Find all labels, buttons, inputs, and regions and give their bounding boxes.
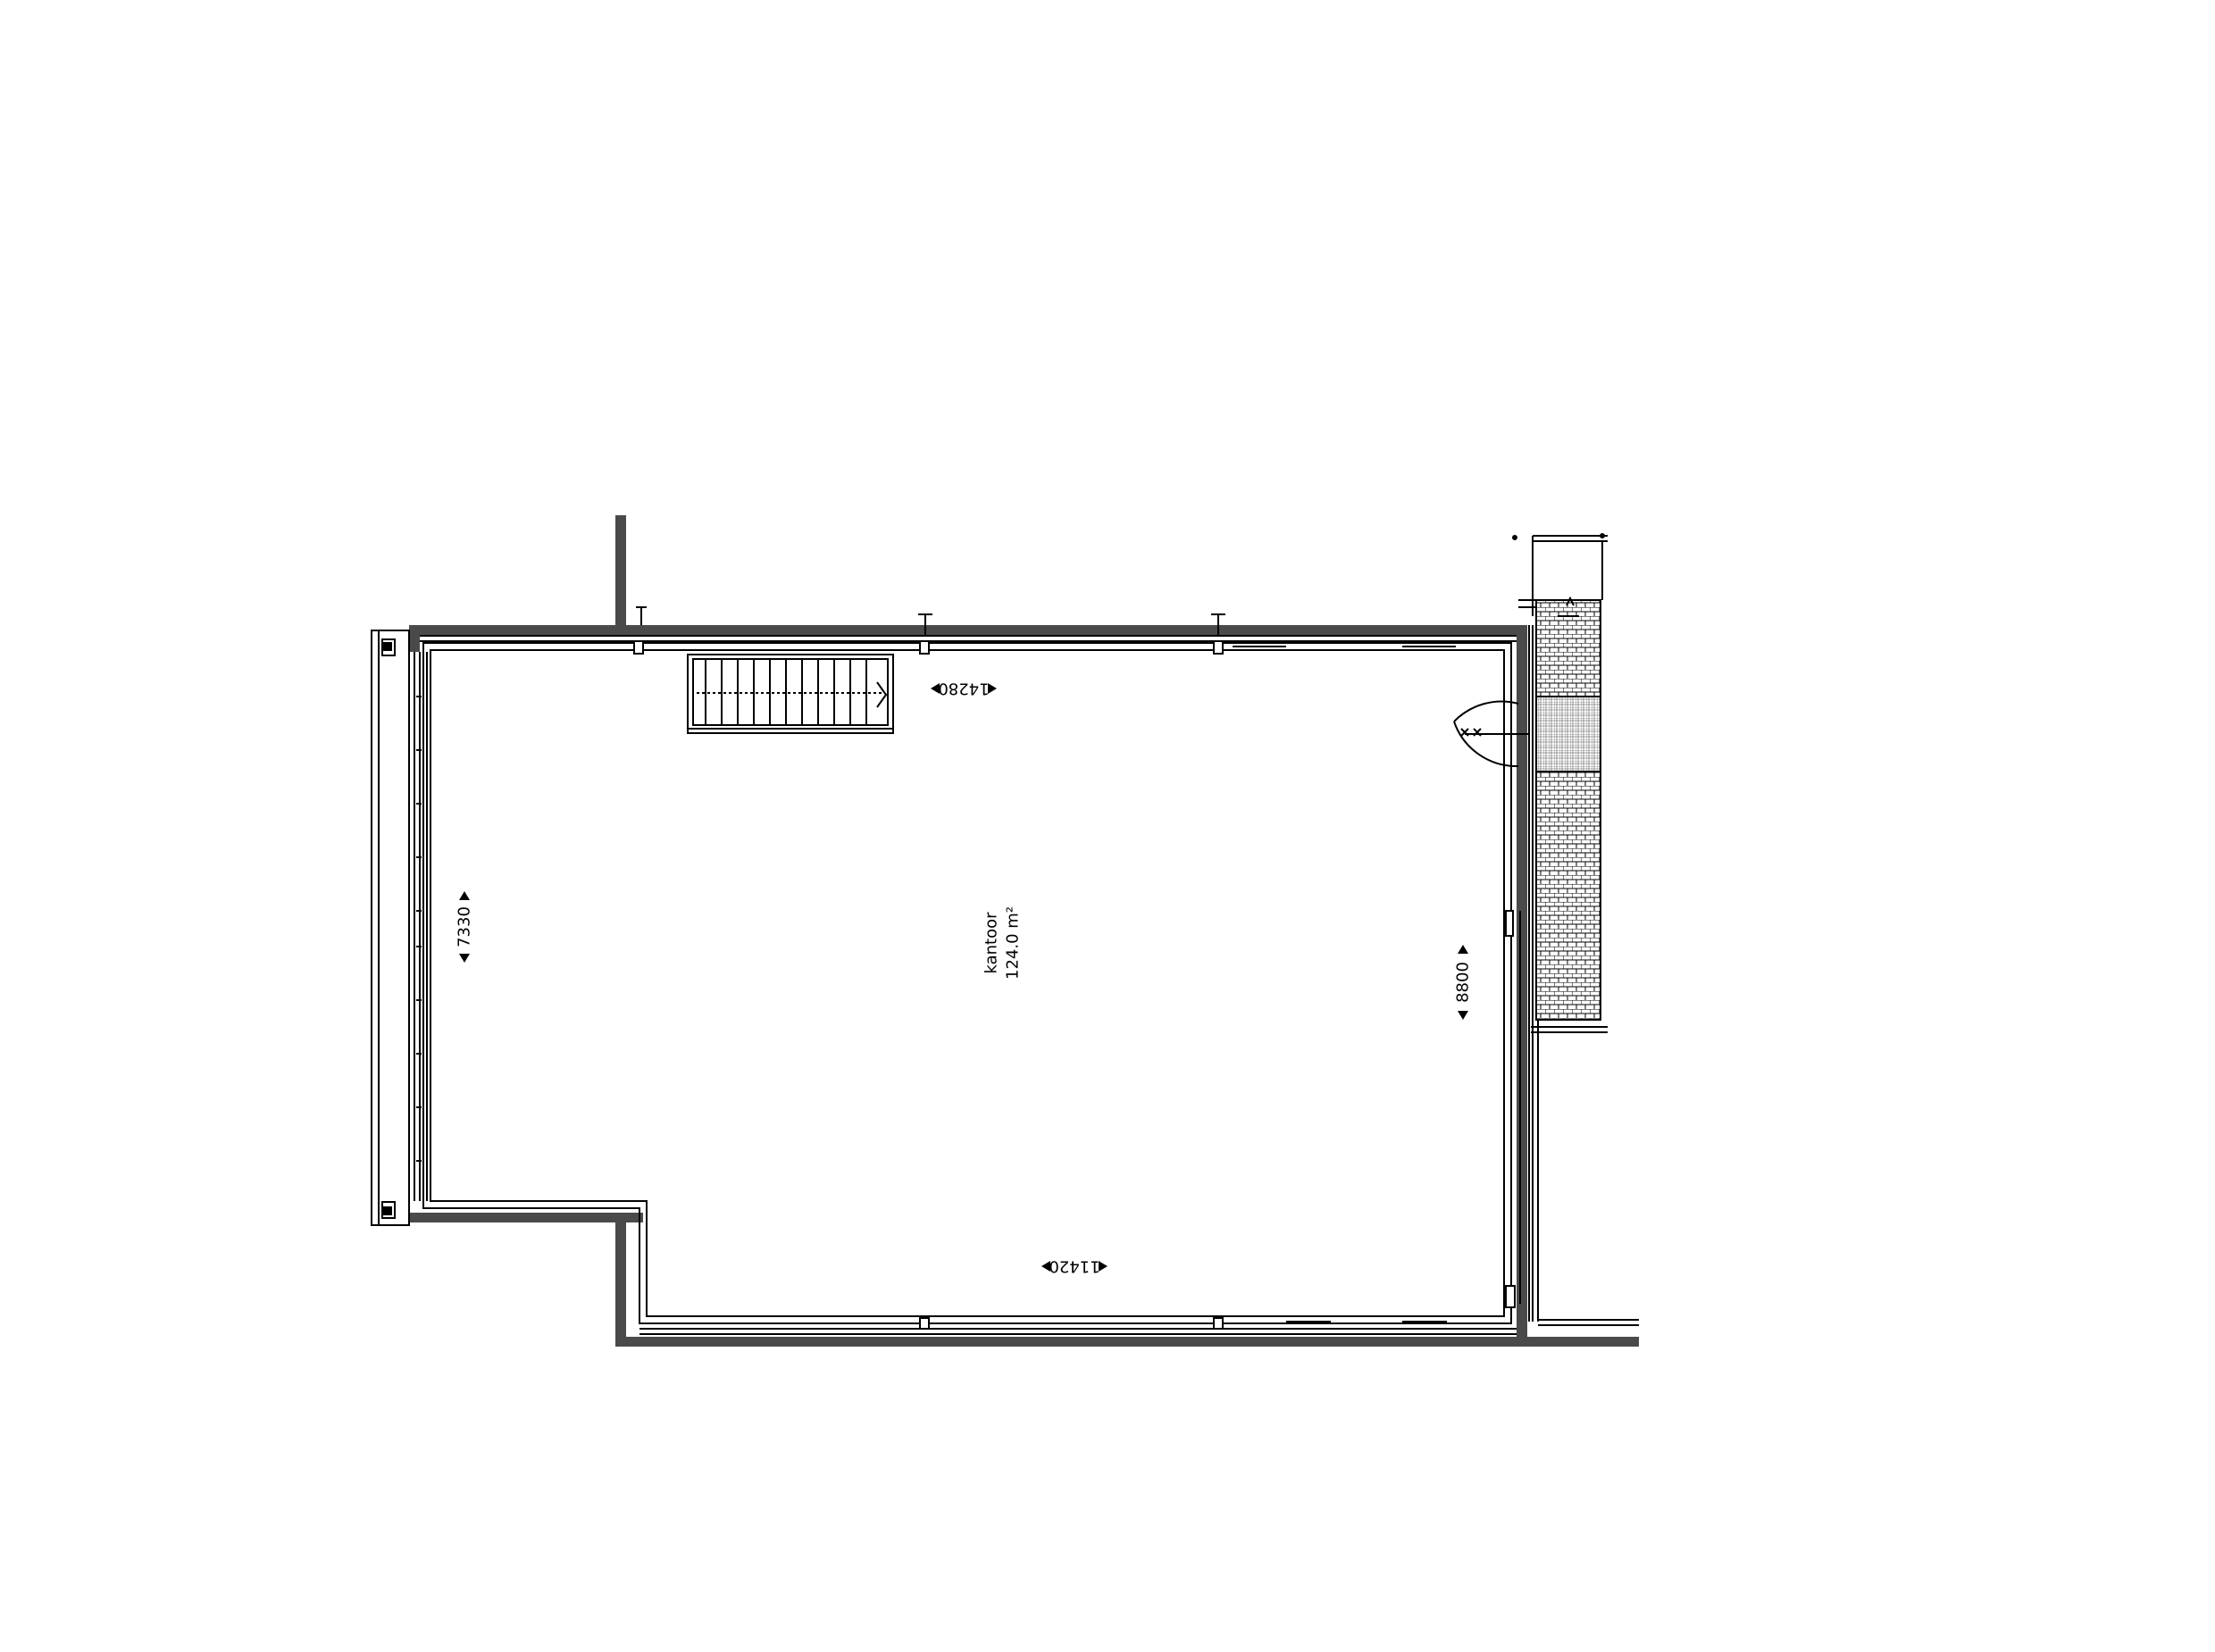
inner-wall-lines [420,625,1539,1335]
room-label: kantoor 124.0 m² [982,906,1023,980]
dimension-bottom-label: 11420 [1049,1257,1099,1276]
dimension-bottom: 11420 [1041,1257,1108,1276]
top-right-detail [1512,533,1608,617]
room-area: 124.0 m² [1004,906,1023,980]
room-name: kantoor [982,912,1001,974]
stair [687,654,894,734]
outer-walls [409,515,1639,1347]
bottom-right-wall-extension [1527,1319,1639,1347]
right-brick-strip [1531,599,1608,1033]
left-facade-window [371,630,428,1226]
dimension-top: 14280 [931,680,997,698]
entrance-door [1453,700,1559,768]
dimension-right-label: 8800 [1454,962,1473,1003]
dimension-top-label: 14280 [938,680,989,698]
interior-details [1505,910,1521,1308]
dimension-left: 7330 [456,891,474,963]
facade-posts [633,606,1456,1330]
dimension-left-label: 7330 [456,906,474,947]
dimension-right: 8800 [1454,945,1473,1020]
